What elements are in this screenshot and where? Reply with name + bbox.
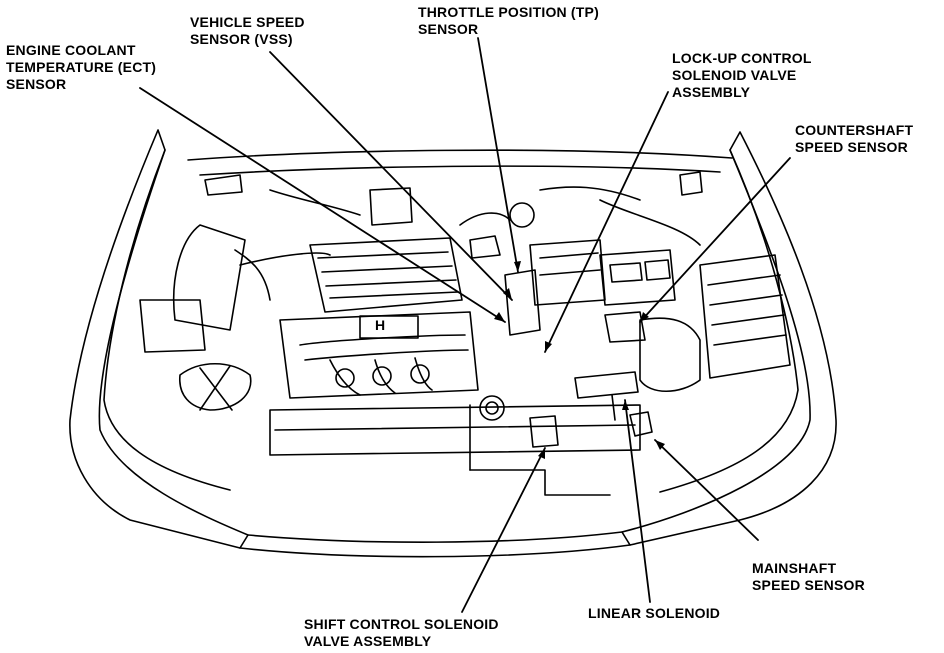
label-mainshaft-sensor: MAINSHAFT SPEED SENSOR (752, 560, 865, 594)
label-vss-line-1: VEHICLE SPEED (190, 14, 305, 30)
label-tp-line-1: THROTTLE POSITION (TP) (418, 4, 599, 20)
arrow-shift (538, 448, 545, 459)
label-ect-line-2: TEMPERATURE (ECT) (6, 59, 157, 75)
label-linear-line-1: LINEAR SOLENOID (588, 605, 721, 621)
leader-line-mainshaft (654, 439, 759, 541)
leader-line-countershaft (639, 157, 791, 323)
label-ect-line-1: ENGINE COOLANT (6, 42, 136, 58)
arrow-linear (622, 400, 629, 410)
honda-emblem: H (375, 317, 385, 333)
right-components (529, 171, 791, 448)
label-lockup-solenoid: LOCK-UP CONTROL SOLENOID VALVE ASSEMBLY (672, 50, 812, 101)
label-shift-solenoid: SHIFT CONTROL SOLENOID VALVE ASSEMBLY (304, 616, 499, 650)
arrow-countershaft (640, 312, 649, 322)
label-countershaft-line-2: SPEED SENSOR (795, 139, 908, 155)
label-countershaft-sensor: COUNTERSHAFT SPEED SENSOR (795, 122, 913, 156)
label-lockup-line-3: ASSEMBLY (672, 84, 751, 100)
leader-arrows (494, 261, 665, 459)
label-ect-line-3: SENSOR (6, 76, 67, 92)
arrow-lockup (545, 341, 552, 352)
arrow-vss (503, 288, 512, 300)
label-shift-line-1: SHIFT CONTROL SOLENOID (304, 616, 499, 632)
leader-line-shift (461, 447, 546, 613)
label-linear-solenoid: LINEAR SOLENOID (588, 605, 720, 622)
leader-lines (139, 37, 791, 613)
label-tp-line-2: SENSOR (418, 21, 479, 37)
leader-line-linear (624, 399, 651, 603)
label-lockup-line-1: LOCK-UP CONTROL (672, 50, 812, 66)
label-vss: VEHICLE SPEED SENSOR (VSS) (190, 14, 305, 48)
label-mainshaft-line-2: SPEED SENSOR (752, 577, 865, 593)
left-components (139, 174, 413, 411)
label-lockup-line-2: SOLENOID VALVE (672, 67, 797, 83)
leader-line-ect (139, 87, 506, 323)
label-countershaft-line-1: COUNTERSHAFT (795, 122, 914, 138)
label-shift-line-2: VALVE ASSEMBLY (304, 633, 432, 649)
car-body-outline (69, 129, 837, 558)
label-mainshaft-line-1: MAINSHAFT (752, 560, 837, 576)
leader-line-lockup (544, 91, 669, 353)
leader-line-tp (477, 37, 519, 273)
arrow-ect (494, 312, 505, 322)
arrow-tp (514, 261, 521, 272)
label-vss-line-2: SENSOR (VSS) (190, 31, 293, 47)
label-ect-sensor: ENGINE COOLANT TEMPERATURE (ECT) SENSOR (6, 42, 156, 93)
arrow-mainshaft (655, 440, 665, 450)
center-components (459, 186, 676, 496)
label-tp-sensor: THROTTLE POSITION (TP) SENSOR (418, 4, 599, 38)
leader-line-vss (269, 51, 513, 301)
engine-assembly (279, 237, 505, 421)
